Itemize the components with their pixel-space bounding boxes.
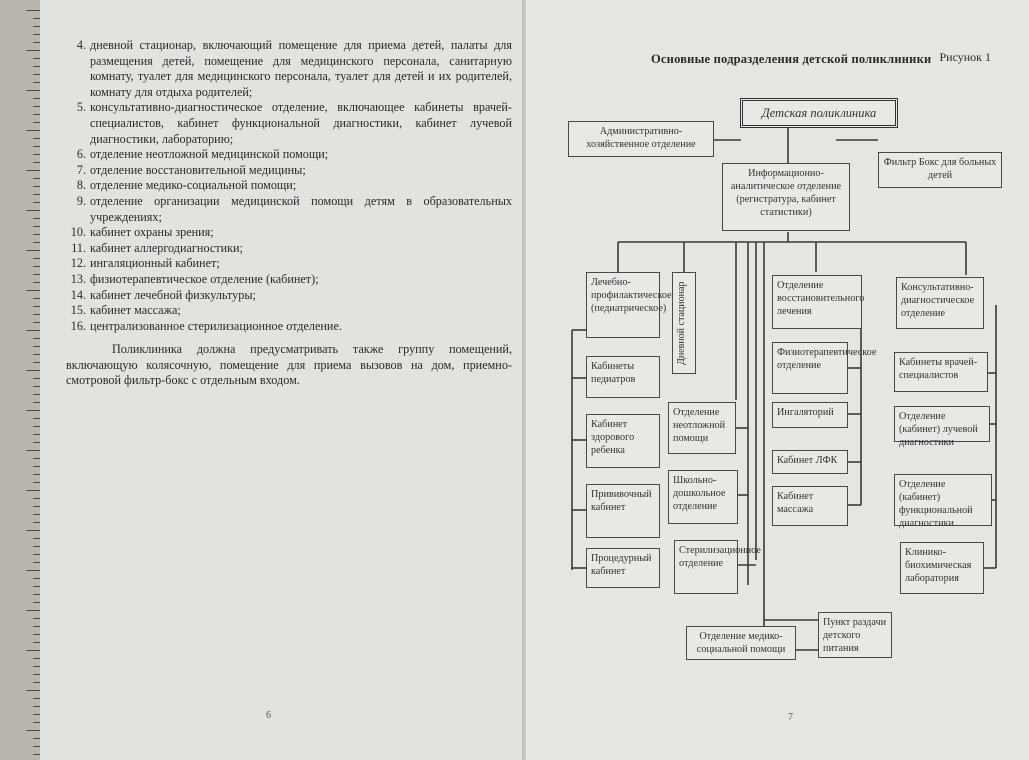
list-item-number: 7. — [76, 162, 86, 177]
list-item-text: ингаляционный кабинет; — [90, 256, 220, 271]
list-item-number: 10. — [70, 225, 86, 240]
list-item-text: отделение организации медицинской помощи… — [90, 193, 512, 224]
box-children-polyclinic: Детская поликлиника — [740, 98, 898, 128]
list-item-text: централизованное стерилизационное отделе… — [90, 318, 342, 333]
list-item: 14. кабинет лечебной физкультуры; — [66, 288, 512, 304]
box-school: Школьно-дошкольное отделение — [668, 470, 738, 524]
list-item-text: консультативно-диагностическое отделение… — [90, 100, 512, 146]
left-page: 4. дневной стационар, включающий помещени… — [40, 0, 524, 760]
list-item-text: физиотерапевтическое отделение (кабинет)… — [90, 271, 319, 286]
figure-title: Основные подразделения детской поликлини… — [651, 52, 932, 66]
list-item-number: 6. — [76, 147, 86, 162]
box-procedure: Процедурный кабинет — [586, 548, 660, 588]
list-item-text: кабинет охраны зрения; — [90, 225, 214, 240]
page-number-right: 7 — [788, 712, 793, 723]
list-item-number: 4. — [76, 38, 86, 52]
box-info: Информационно-аналитическое отделение (р… — [722, 163, 850, 231]
list-item: 5. консультативно-диагностическое отделен… — [66, 100, 512, 147]
list-item: 13. физиотерапевтическое отделение (кабин… — [66, 272, 512, 288]
box-steril: Стерилизационное отделение — [674, 540, 761, 594]
list-item: 16. централизованное стерилизационное отд… — [66, 319, 512, 335]
box-inhal: Ингаляторий — [772, 402, 848, 428]
box-massage: Кабинет массажа — [772, 486, 848, 526]
box-admin: Административно-хозяйственное отделение — [568, 121, 714, 157]
list-item-text: отделение медико-социальной помощи; — [90, 178, 297, 193]
box-doctors: Кабинеты врачей-специалистов — [894, 352, 988, 392]
box-vaccine: Прививочный кабинет — [586, 484, 660, 538]
box-medsoc: Отделение медико-социальной помощи — [686, 626, 796, 660]
box-filter: Фильтр Бокс для больных детей — [878, 152, 1002, 188]
list-item-text: кабинет массажа; — [90, 303, 181, 318]
list-item-number: 13. — [70, 271, 86, 286]
list-item: 15. кабинет массажа; — [66, 303, 512, 319]
list-item-number: 16. — [70, 318, 86, 333]
figure-label: Рисунок 1 — [939, 50, 991, 64]
box-ray: Отделение (кабинет) лучевой диагностики — [894, 406, 990, 448]
list-item-text: отделение неотложной медицинской помощи; — [90, 147, 329, 162]
right-page: Рисунок 1 Основные подразделения детской… — [526, 0, 1029, 760]
list-item-text: кабинет лечебной физкультуры; — [90, 287, 256, 302]
box-lech: Лечебно-профилактическое (педиатрическое… — [586, 272, 672, 338]
requirements-list: 4. дневной стационар, включающий помещени… — [66, 38, 512, 334]
list-item-number: 12. — [70, 256, 86, 271]
box-urgent: Отделение неотложной помощи — [668, 402, 736, 454]
box-food: Пункт раздачи детского питания — [818, 612, 892, 658]
list-item-number: 8. — [76, 178, 86, 193]
box-restore: Отделение восстановительного лечения — [772, 275, 864, 329]
list-item: 9. отделение организации медицинской помо… — [66, 194, 512, 225]
box-func: Отделение (кабинет) функциональной диагн… — [894, 474, 992, 529]
box-day-hospital: Дневной стационар — [672, 272, 696, 374]
ruler — [0, 0, 42, 760]
list-item: 10. кабинет охраны зрения; — [66, 225, 512, 241]
list-item-text: дневной стационар, включающий помещение … — [90, 38, 512, 99]
list-item: 8. отделение медико-социальной помощи; — [66, 178, 512, 194]
box-pediatr: Кабинеты педиатров — [586, 356, 660, 398]
list-item: 4. дневной стационар, включающий помещени… — [66, 38, 512, 100]
page-number-left: 6 — [266, 710, 271, 721]
list-item: 7. отделение восстановительной медицины; — [66, 163, 512, 179]
list-item-number: 15. — [70, 303, 86, 318]
box-lfk: Кабинет ЛФК — [772, 450, 848, 474]
book-gutter — [522, 0, 528, 760]
list-item-text: кабинет аллергодиагностики; — [90, 240, 243, 255]
box-lab: Клинико-биохимическая лаборатория — [900, 542, 984, 594]
box-physio: Физиотерапевтическое отделение — [772, 342, 876, 394]
list-item-number: 14. — [70, 287, 86, 302]
list-item: 6. отделение неотложной медицинской помощ… — [66, 147, 512, 163]
list-item: 12. ингаляционный кабинет; — [66, 256, 512, 272]
closing-paragraph: Поликлиника должна предусматривать также… — [66, 342, 512, 388]
list-item-number: 9. — [76, 193, 86, 208]
list-item-number: 11. — [71, 240, 86, 255]
org-chart-connectors — [571, 127, 997, 651]
box-consult: Консультативно-диагностическое отделение — [896, 277, 984, 329]
list-item-text: отделение восстановительной медицины; — [90, 162, 306, 177]
list-item-number: 5. — [76, 100, 86, 115]
box-healthy: Кабинет здорового ребенка — [586, 414, 660, 468]
list-item: 11. кабинет аллергодиагностики; — [66, 241, 512, 257]
